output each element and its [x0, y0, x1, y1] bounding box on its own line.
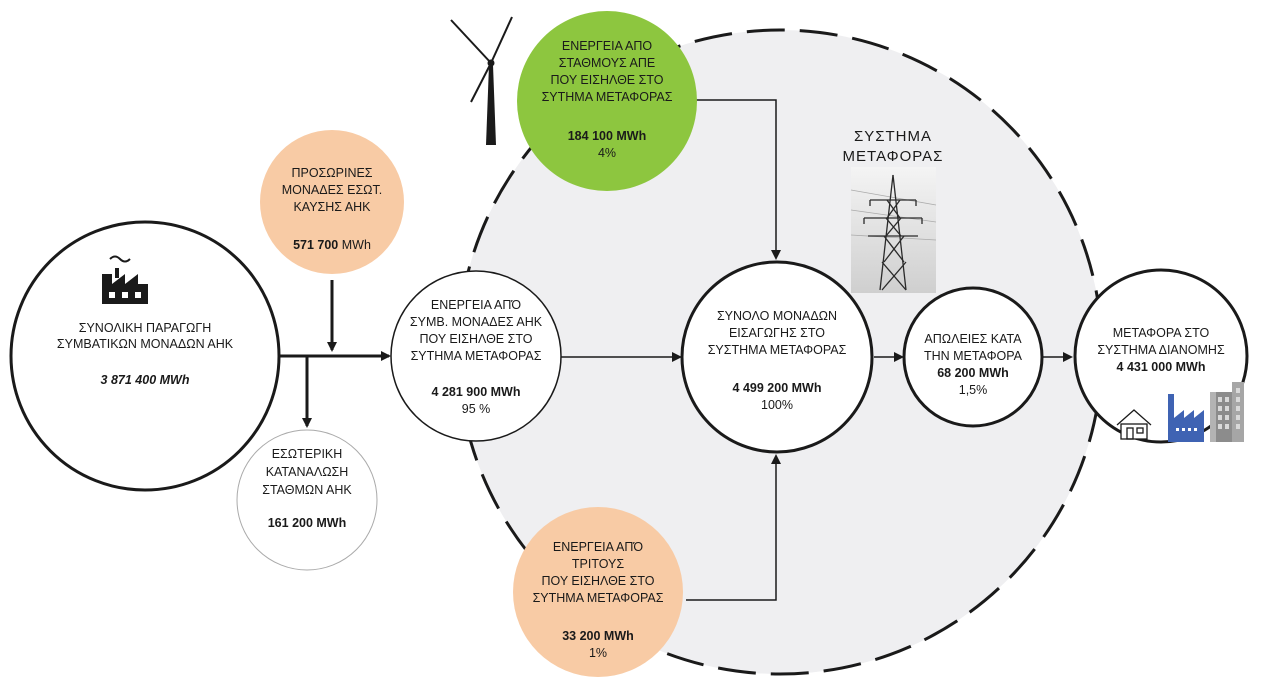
conventional-energy-line1: ΕΝΕΡΓΕΙΑ ΑΠΌ — [431, 298, 522, 312]
temporary-units-value-unit: MWh — [338, 238, 371, 252]
office-building-icon — [1210, 382, 1244, 442]
conventional-energy-line4: ΣΥΤΗΜΑ ΜΕΤΑΦΟΡΑΣ — [411, 349, 542, 363]
res-energy-line2: ΣΤΑΘΜΟΥΣ ΑΠΕ — [559, 56, 656, 70]
temporary-units-line2: ΜΟΝΑΔΕΣ ΕΣΩΤ. — [282, 183, 383, 197]
res-energy-percent: 4% — [598, 146, 616, 160]
house-icon — [1116, 409, 1152, 440]
third-party-energy-line1: ΕΝΕΡΓΕΙΑ ΑΠΌ — [553, 540, 644, 554]
node-conventional-energy: ΕΝΕΡΓΕΙΑ ΑΠΌ ΣΥΜΒ. ΜΟΝΑΔΕΣ ΑΗΚ ΠΟΥ ΕΙΣΗΛ… — [390, 270, 562, 442]
industry-icon — [1168, 394, 1204, 442]
wind-turbine-icon — [450, 16, 513, 145]
res-energy-line4: ΣΥΤΗΜΑ ΜΕΤΑΦΟΡΑΣ — [542, 90, 673, 104]
third-party-to-total-arrow — [686, 454, 781, 601]
third-party-energy-value: 33 200 MWh — [562, 629, 634, 643]
node-internal-consumption: ΕΣΩΤΕΡΙΚΗ ΚΑΤΑΝΑΛΩΣΗ ΣΤΑΘΜΩΝ ΑΗΚ 161 200… — [236, 429, 378, 571]
node-total-production: ΣΥΝΟΛΙΚΗ ΠΑΡΑΓΩΓΗ ΣΥΜΒΑΤΙΚΩΝ ΜΟΝΑΔΩΝ ΑΗΚ… — [9, 220, 281, 492]
losses-value: 68 200 MWh — [937, 366, 1009, 380]
res-to-total-arrow — [696, 99, 781, 260]
temporary-units-line3: ΚΑΥΣΗΣ ΑΗΚ — [293, 200, 371, 214]
node-losses: ΑΠΩΛΕΙΕΣ ΚΑΤΑ ΤΗΝ ΜΕΤΑΦΟΡΑ 68 200 MWh 1,… — [902, 286, 1044, 428]
conventional-energy-value: 4 281 900 MWh — [432, 385, 521, 399]
node-temporary-units: ΠΡΟΣΩΡΙΝΕΣ ΜΟΝΑΔΕΣ ΕΣΩΤ. ΚΑΥΣΗΣ ΑΗΚ 571 … — [260, 130, 404, 274]
internal-consumption-line1: ΕΣΩΤΕΡΙΚΗ — [272, 447, 343, 461]
total-import-percent: 100% — [761, 398, 793, 412]
node-distribution: ΜΕΤΑΦΟΡΑ ΣΤΟ ΣΥΣΤΗΜΑ ΔΙΑΝΟΜΗΣ 4 431 000 … — [1073, 268, 1249, 444]
internal-consumption-line3: ΣΤΑΘΜΩΝ ΑΗΚ — [262, 483, 352, 497]
power-pylon-icon — [850, 167, 937, 293]
conventional-energy-line3: ΠΟΥ ΕΙΣΗΛΘΕ ΣΤΟ — [420, 332, 533, 346]
third-party-energy-percent: 1% — [589, 646, 607, 660]
distribution-value: 4 431 000 MWh — [1117, 360, 1206, 374]
conventional-energy-line2: ΣΥΜΒ. ΜΟΝΑΔΕΣ ΑΗΚ — [410, 315, 543, 329]
node-third-party-energy: ΕΝΕΡΓΕΙΑ ΑΠΌ ΤΡΙΤΟΥΣ ΠΟΥ ΕΙΣΗΛΘΕ ΣΤΟ ΣΥΤ… — [513, 507, 683, 677]
third-party-energy-line4: ΣΥΤΗΜΑ ΜΕΤΑΦΟΡΑΣ — [533, 591, 664, 605]
losses-percent: 1,5% — [959, 383, 988, 397]
losses-line1: ΑΠΩΛΕΙΕΣ ΚΑΤΑ — [924, 332, 1022, 346]
res-energy-value: 184 100 MWh — [568, 129, 647, 143]
total-production-line2: ΣΥΜΒΑΤΙΚΩΝ ΜΟΝΑΔΩΝ ΑΗΚ — [57, 337, 234, 351]
node-total-import: ΣΥΝΟΛΟ ΜΟΝΑΔΩΝ ΕΙΣΑΓΩΓΗΣ ΣΤΟ ΣΥΣΤΗΜΑ ΜΕΤ… — [680, 260, 874, 454]
total-import-line2: ΕΙΣΑΓΩΓΗΣ ΣΤΟ — [729, 326, 825, 340]
distribution-line2: ΣΥΣΤΗΜΑ ΔΙΑΝΟΜΗΣ — [1097, 343, 1225, 357]
res-energy-line1: ΕΝΕΡΓΕΙΑ ΑΠΟ — [562, 39, 653, 53]
temporary-units-line1: ΠΡΟΣΩΡΙΝΕΣ — [291, 166, 372, 180]
distribution-line1: ΜΕΤΑΦΟΡΑ ΣΤΟ — [1113, 326, 1210, 340]
temporary-units-value: 571 700 MWh — [293, 238, 371, 252]
total-production-value: 3 871 400 MWh — [101, 373, 190, 387]
total-production-line1: ΣΥΝΟΛΙΚΗ ΠΑΡΑΓΩΓΗ — [79, 321, 212, 335]
conventional-energy-percent: 95 % — [462, 402, 491, 416]
internal-consumption-value: 161 200 MWh — [268, 516, 347, 530]
internal-consumption-line2: ΚΑΤΑΝΑΛΩΣΗ — [266, 465, 349, 479]
third-party-energy-line3: ΠΟΥ ΕΙΣΗΛΘΕ ΣΤΟ — [542, 574, 655, 588]
total-import-line1: ΣΥΝΟΛΟ ΜΟΝΑΔΩΝ — [717, 309, 837, 323]
system-title-line2: ΜΕΤΑΦΟΡΑΣ — [843, 148, 944, 165]
res-energy-line3: ΠΟΥ ΕΙΣΗΛΘΕ ΣΤΟ — [551, 73, 664, 87]
losses-line2: ΤΗΝ ΜΕΤΑΦΟΡΑ — [924, 349, 1023, 363]
node-res-energy: ΕΝΕΡΓΕΙΑ ΑΠΟ ΣΤΑΘΜΟΥΣ ΑΠΕ ΠΟΥ ΕΙΣΗΛΘΕ ΣΤ… — [517, 11, 697, 191]
temporary-units-value-number: 571 700 — [293, 238, 338, 252]
system-title-line1: ΣΥΣΤΗΜΑ — [854, 128, 932, 145]
total-import-line3: ΣΥΣΤΗΜΑ ΜΕΤΑΦΟΡΑΣ — [708, 343, 847, 357]
factory-icon — [102, 255, 148, 304]
third-party-energy-line2: ΤΡΙΤΟΥΣ — [572, 557, 625, 571]
total-import-value: 4 499 200 MWh — [733, 381, 822, 395]
flow-arrows — [279, 99, 1073, 601]
